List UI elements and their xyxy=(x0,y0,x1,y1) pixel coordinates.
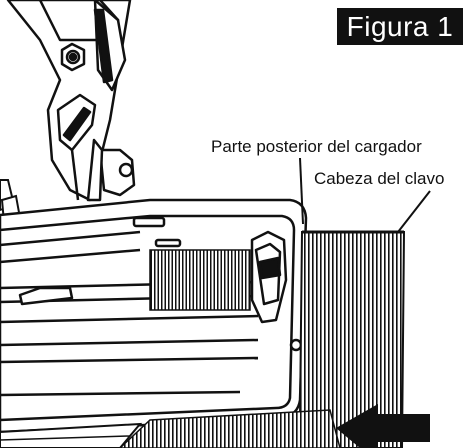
magazine-clamp xyxy=(250,230,303,352)
nail-strip-inner xyxy=(149,249,251,311)
figure-badge: Figura 1 xyxy=(337,8,463,45)
nail-strip-bottom xyxy=(118,409,341,448)
callout-line-nail-head xyxy=(397,190,431,233)
hex-nut xyxy=(60,42,86,72)
direction-arrow xyxy=(336,404,430,448)
tool-body xyxy=(6,0,136,202)
callout-label-nail-head: Cabeza del clavo xyxy=(314,169,445,188)
callout-label-magazine-back: Parte posterior del cargador xyxy=(211,137,422,156)
callout-line-magazine-back xyxy=(299,157,304,225)
